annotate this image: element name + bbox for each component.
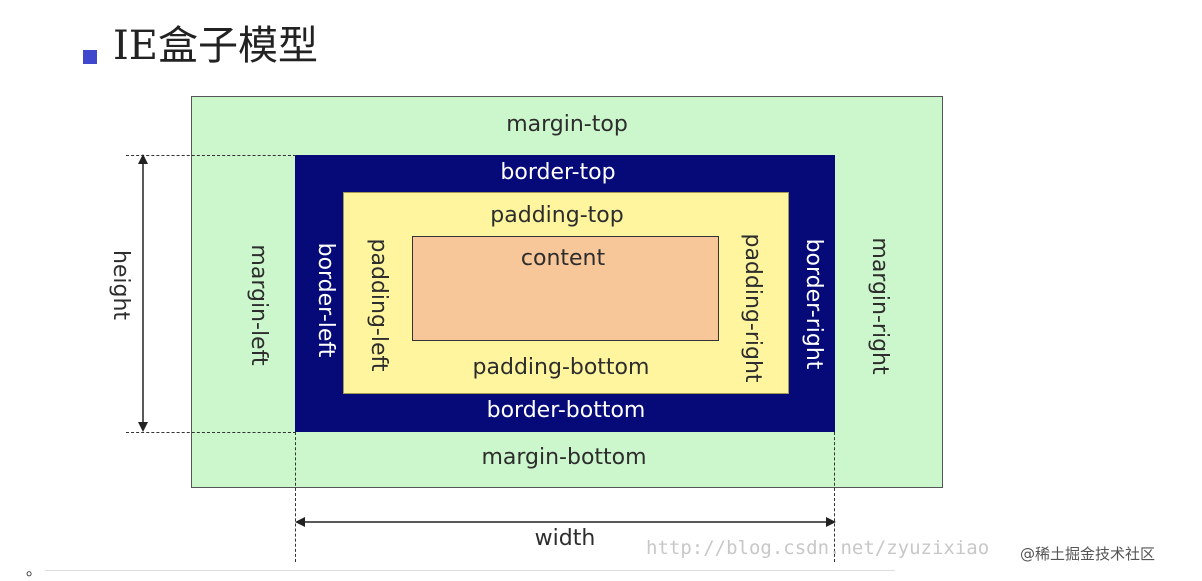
padding-right-label: padding-right bbox=[740, 233, 765, 383]
divider bbox=[45, 570, 895, 571]
title-bullet-icon bbox=[83, 50, 97, 64]
border-bottom-label: border-bottom bbox=[486, 398, 646, 423]
margin-right-label: margin-right bbox=[867, 237, 892, 375]
padding-left-label: padding-left bbox=[366, 238, 391, 372]
corner-watermark: @稀土掘金技术社区 bbox=[1020, 545, 1156, 563]
height-top-guide bbox=[126, 155, 296, 156]
content-area bbox=[412, 236, 719, 341]
margin-bottom-label: margin-bottom bbox=[481, 445, 647, 470]
border-left-label: border-left bbox=[313, 242, 338, 358]
watermark-text: http://blog.csdn.net/zyuzixiao bbox=[646, 537, 990, 559]
page-title: IE盒子模型 bbox=[113, 23, 318, 69]
margin-left-label: margin-left bbox=[246, 244, 271, 366]
padding-bottom-label: padding-bottom bbox=[472, 355, 650, 380]
trailing-punctuation: 。 bbox=[26, 560, 43, 579]
width-right-guide bbox=[834, 432, 835, 562]
height-bottom-guide bbox=[126, 432, 296, 433]
border-top-label: border-top bbox=[500, 160, 616, 185]
border-right-label: border-right bbox=[801, 238, 826, 370]
content-label: content bbox=[520, 246, 606, 271]
padding-top-label: padding-top bbox=[490, 203, 624, 228]
width-arrow-icon bbox=[295, 517, 836, 527]
width-left-guide bbox=[295, 432, 296, 562]
width-label: width bbox=[534, 526, 596, 551]
height-label: height bbox=[108, 249, 133, 321]
margin-top-label: margin-top bbox=[506, 112, 628, 137]
height-arrow-icon bbox=[138, 154, 148, 432]
